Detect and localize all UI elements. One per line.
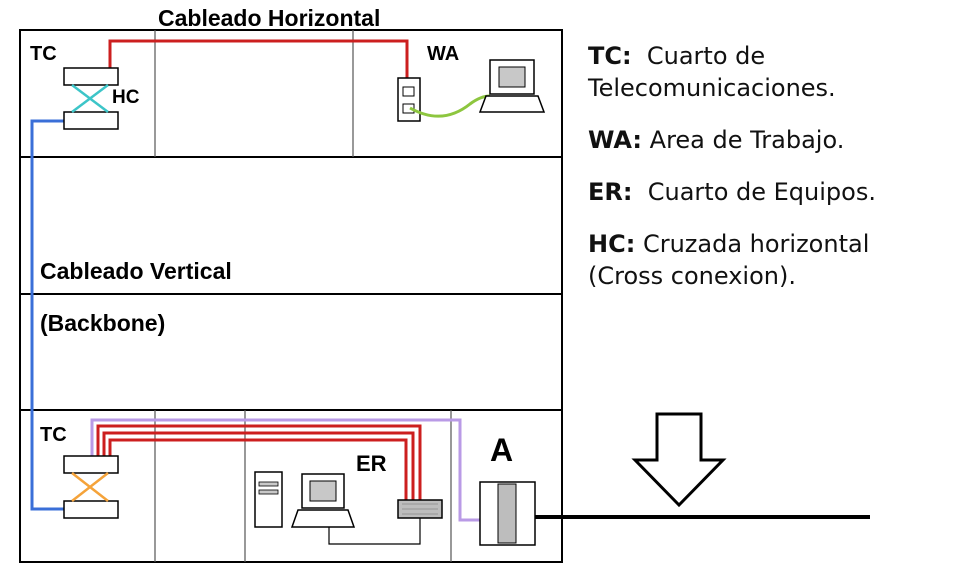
er-label: ER <box>356 451 387 476</box>
backbone-cable <box>30 119 64 511</box>
horizontal-cable <box>108 39 409 100</box>
building-outline <box>19 29 563 563</box>
patch-panel <box>397 499 443 519</box>
tc-top-label: TC <box>30 43 57 65</box>
backbone-cross-connect <box>63 455 119 519</box>
patch-cord <box>409 94 491 118</box>
wall-outlet <box>397 77 421 122</box>
vertical-cabling-title: Cableado Vertical <box>40 258 232 284</box>
tc-bottom-label: TC <box>40 424 67 446</box>
horizontal-cabling-title: Cableado Horizontal <box>158 5 380 31</box>
a-label: A <box>490 432 513 468</box>
legend-item-er: ER: Cuarto de Equipos. <box>588 176 948 208</box>
wa-label: WA <box>427 43 459 65</box>
legend: TC: Cuarto de Telecomunicaciones. WA: Ar… <box>588 40 948 292</box>
legend-text-wa: Area de Trabajo. <box>649 126 845 154</box>
legend-item-wa: WA: Area de Trabajo. <box>588 124 948 156</box>
er-link-cable <box>328 518 421 545</box>
legend-text-hc: Cruzada horizontal (Cross conexion). <box>588 230 870 290</box>
backbone-title: (Backbone) <box>40 310 165 336</box>
er-computer <box>290 473 356 528</box>
hc-label: HC <box>112 87 140 108</box>
server-tower <box>254 471 283 528</box>
workstation-computer <box>478 59 546 113</box>
legend-code-er: ER: <box>588 178 633 206</box>
lilac-cable <box>90 418 480 522</box>
room-dividers <box>154 30 452 562</box>
legend-text-tc: Cuarto de Telecomunicaciones. <box>588 42 836 102</box>
legend-code-wa: WA: <box>588 126 643 154</box>
legend-code-hc: HC: <box>588 230 636 258</box>
entrance-facility <box>479 481 536 546</box>
incoming-arrow <box>631 412 727 508</box>
legend-code-tc: TC: <box>588 42 632 70</box>
legend-item-hc: HC: Cruzada horizontal (Cross conexion). <box>588 228 948 292</box>
hc-cross-connect <box>63 67 119 130</box>
legend-text-er: Cuarto de Equipos. <box>647 178 876 206</box>
backbone-red-cables <box>96 424 422 500</box>
legend-item-tc: TC: Cuarto de Telecomunicaciones. <box>588 40 948 104</box>
